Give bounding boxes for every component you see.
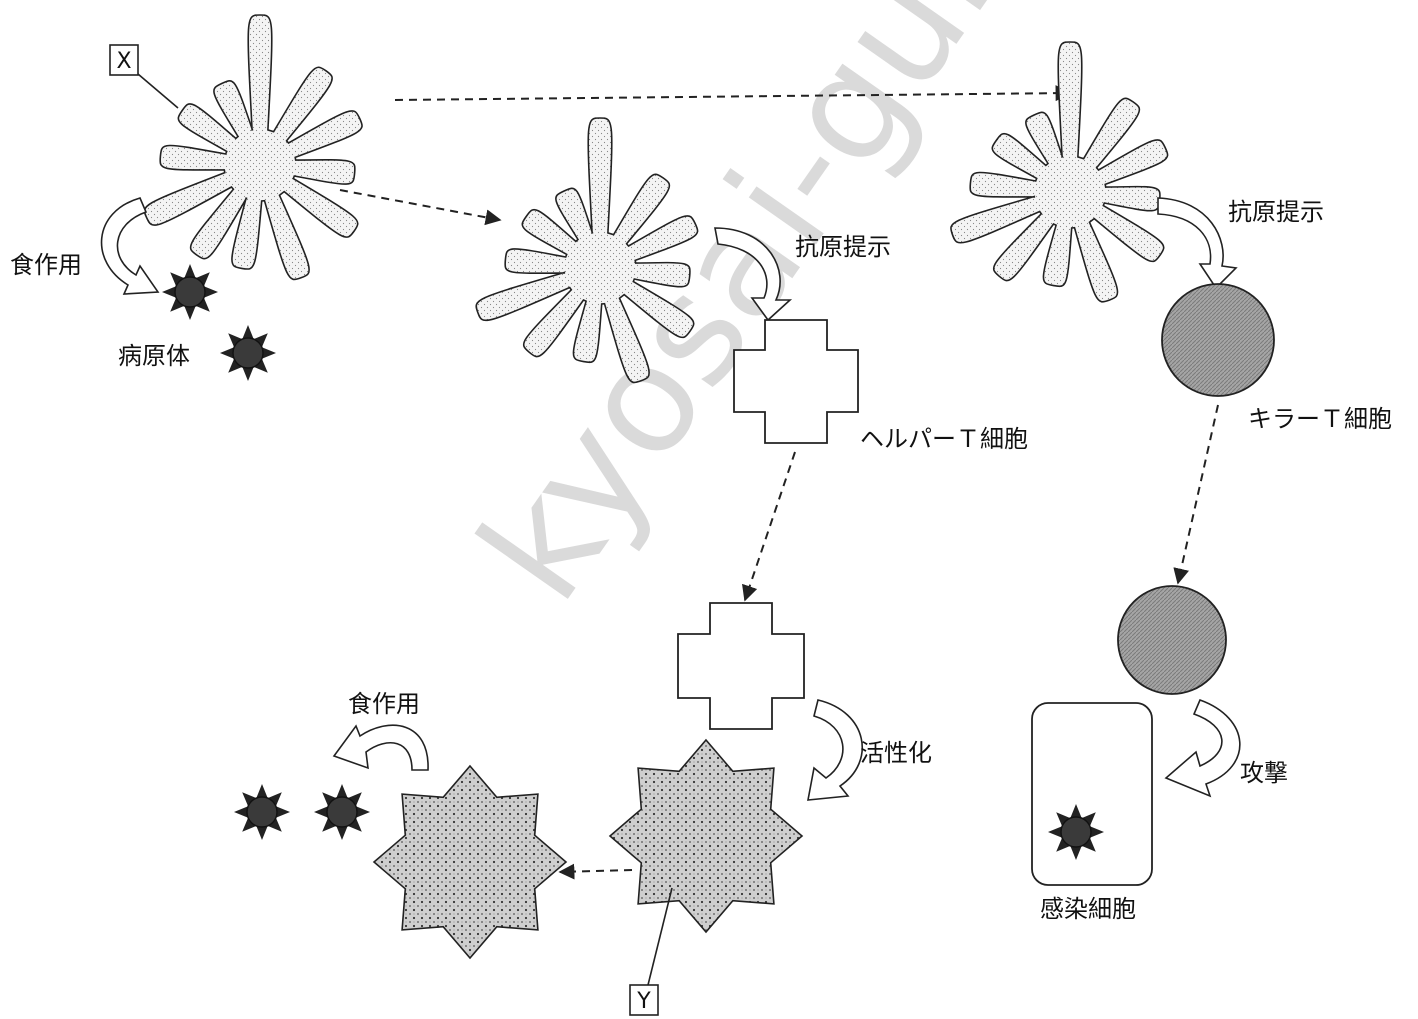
dendritic-cell-2 [475, 117, 699, 384]
macrophage-body [608, 738, 804, 934]
label-antigen-presentation-1: 抗原提示 [795, 233, 891, 261]
marker-y: Y [636, 989, 651, 1014]
curl-arrow-phagocytosis-2 [332, 724, 429, 771]
macrophage-y [608, 738, 804, 934]
curl-arrow-antigen-presentation-1 [714, 227, 793, 322]
dendritic-cell-x [143, 14, 363, 281]
dendritic-cell-body [475, 117, 699, 384]
curl-arrow-antigen-presentation-2 [1157, 197, 1238, 290]
marker-x-leader [137, 73, 179, 109]
killer-t-cell-1 [1161, 283, 1275, 397]
pathogen-core [174, 276, 206, 308]
dendritic-cell-3 [950, 41, 1169, 303]
pathogen-core [246, 796, 278, 828]
arrow-x-to-dc3 [394, 85, 1072, 102]
label-phagocytosis-1: 食作用 [10, 251, 82, 279]
pathogen-core [232, 337, 264, 369]
arrow-helper-to-helper [742, 451, 796, 602]
macrophage-body [372, 764, 568, 960]
arrow-y-to-macrophage [558, 863, 633, 880]
arrow-killer-to-killer [1173, 404, 1219, 585]
marker-x-box [109, 44, 139, 76]
killer-t-cell-2 [1117, 585, 1227, 695]
pathogen-icon [162, 264, 218, 320]
helper-t-cell-2 [677, 602, 805, 730]
marker-x: X [116, 49, 131, 74]
label-phagocytosis-2: 食作用 [348, 690, 420, 718]
pathogen-icon [220, 325, 276, 381]
label-antigen-presentation-2: 抗原提示 [1228, 198, 1324, 226]
marker-y-box [629, 984, 659, 1016]
marker-y-leader [647, 887, 673, 986]
infected-cell [1031, 702, 1153, 886]
arrow-x-to-dc2 [339, 189, 502, 226]
curl-arrow-attack [1164, 698, 1241, 798]
label-attack: 攻撃 [1240, 759, 1288, 787]
dendritic-cell-body [143, 14, 363, 281]
label-helper-t: ヘルパーＴ細胞 [860, 425, 1028, 453]
curl-arrow-phagocytosis-1 [100, 197, 160, 295]
label-killer-t: キラーＴ細胞 [1248, 405, 1392, 433]
label-activation: 活性化 [860, 739, 932, 767]
pathogen-icon [1048, 804, 1104, 860]
macrophage-2 [372, 764, 568, 960]
dendritic-cell-body [950, 41, 1169, 303]
pathogen-icon [234, 784, 290, 840]
label-pathogen: 病原体 [118, 342, 190, 370]
pathogen-core [326, 796, 358, 828]
pathogen-icon [314, 784, 370, 840]
pathogen-core [1060, 816, 1092, 848]
helper-t-cell-1 [733, 319, 859, 444]
curl-arrow-activation [807, 699, 863, 801]
label-infected-cell: 感染細胞 [1040, 895, 1136, 923]
